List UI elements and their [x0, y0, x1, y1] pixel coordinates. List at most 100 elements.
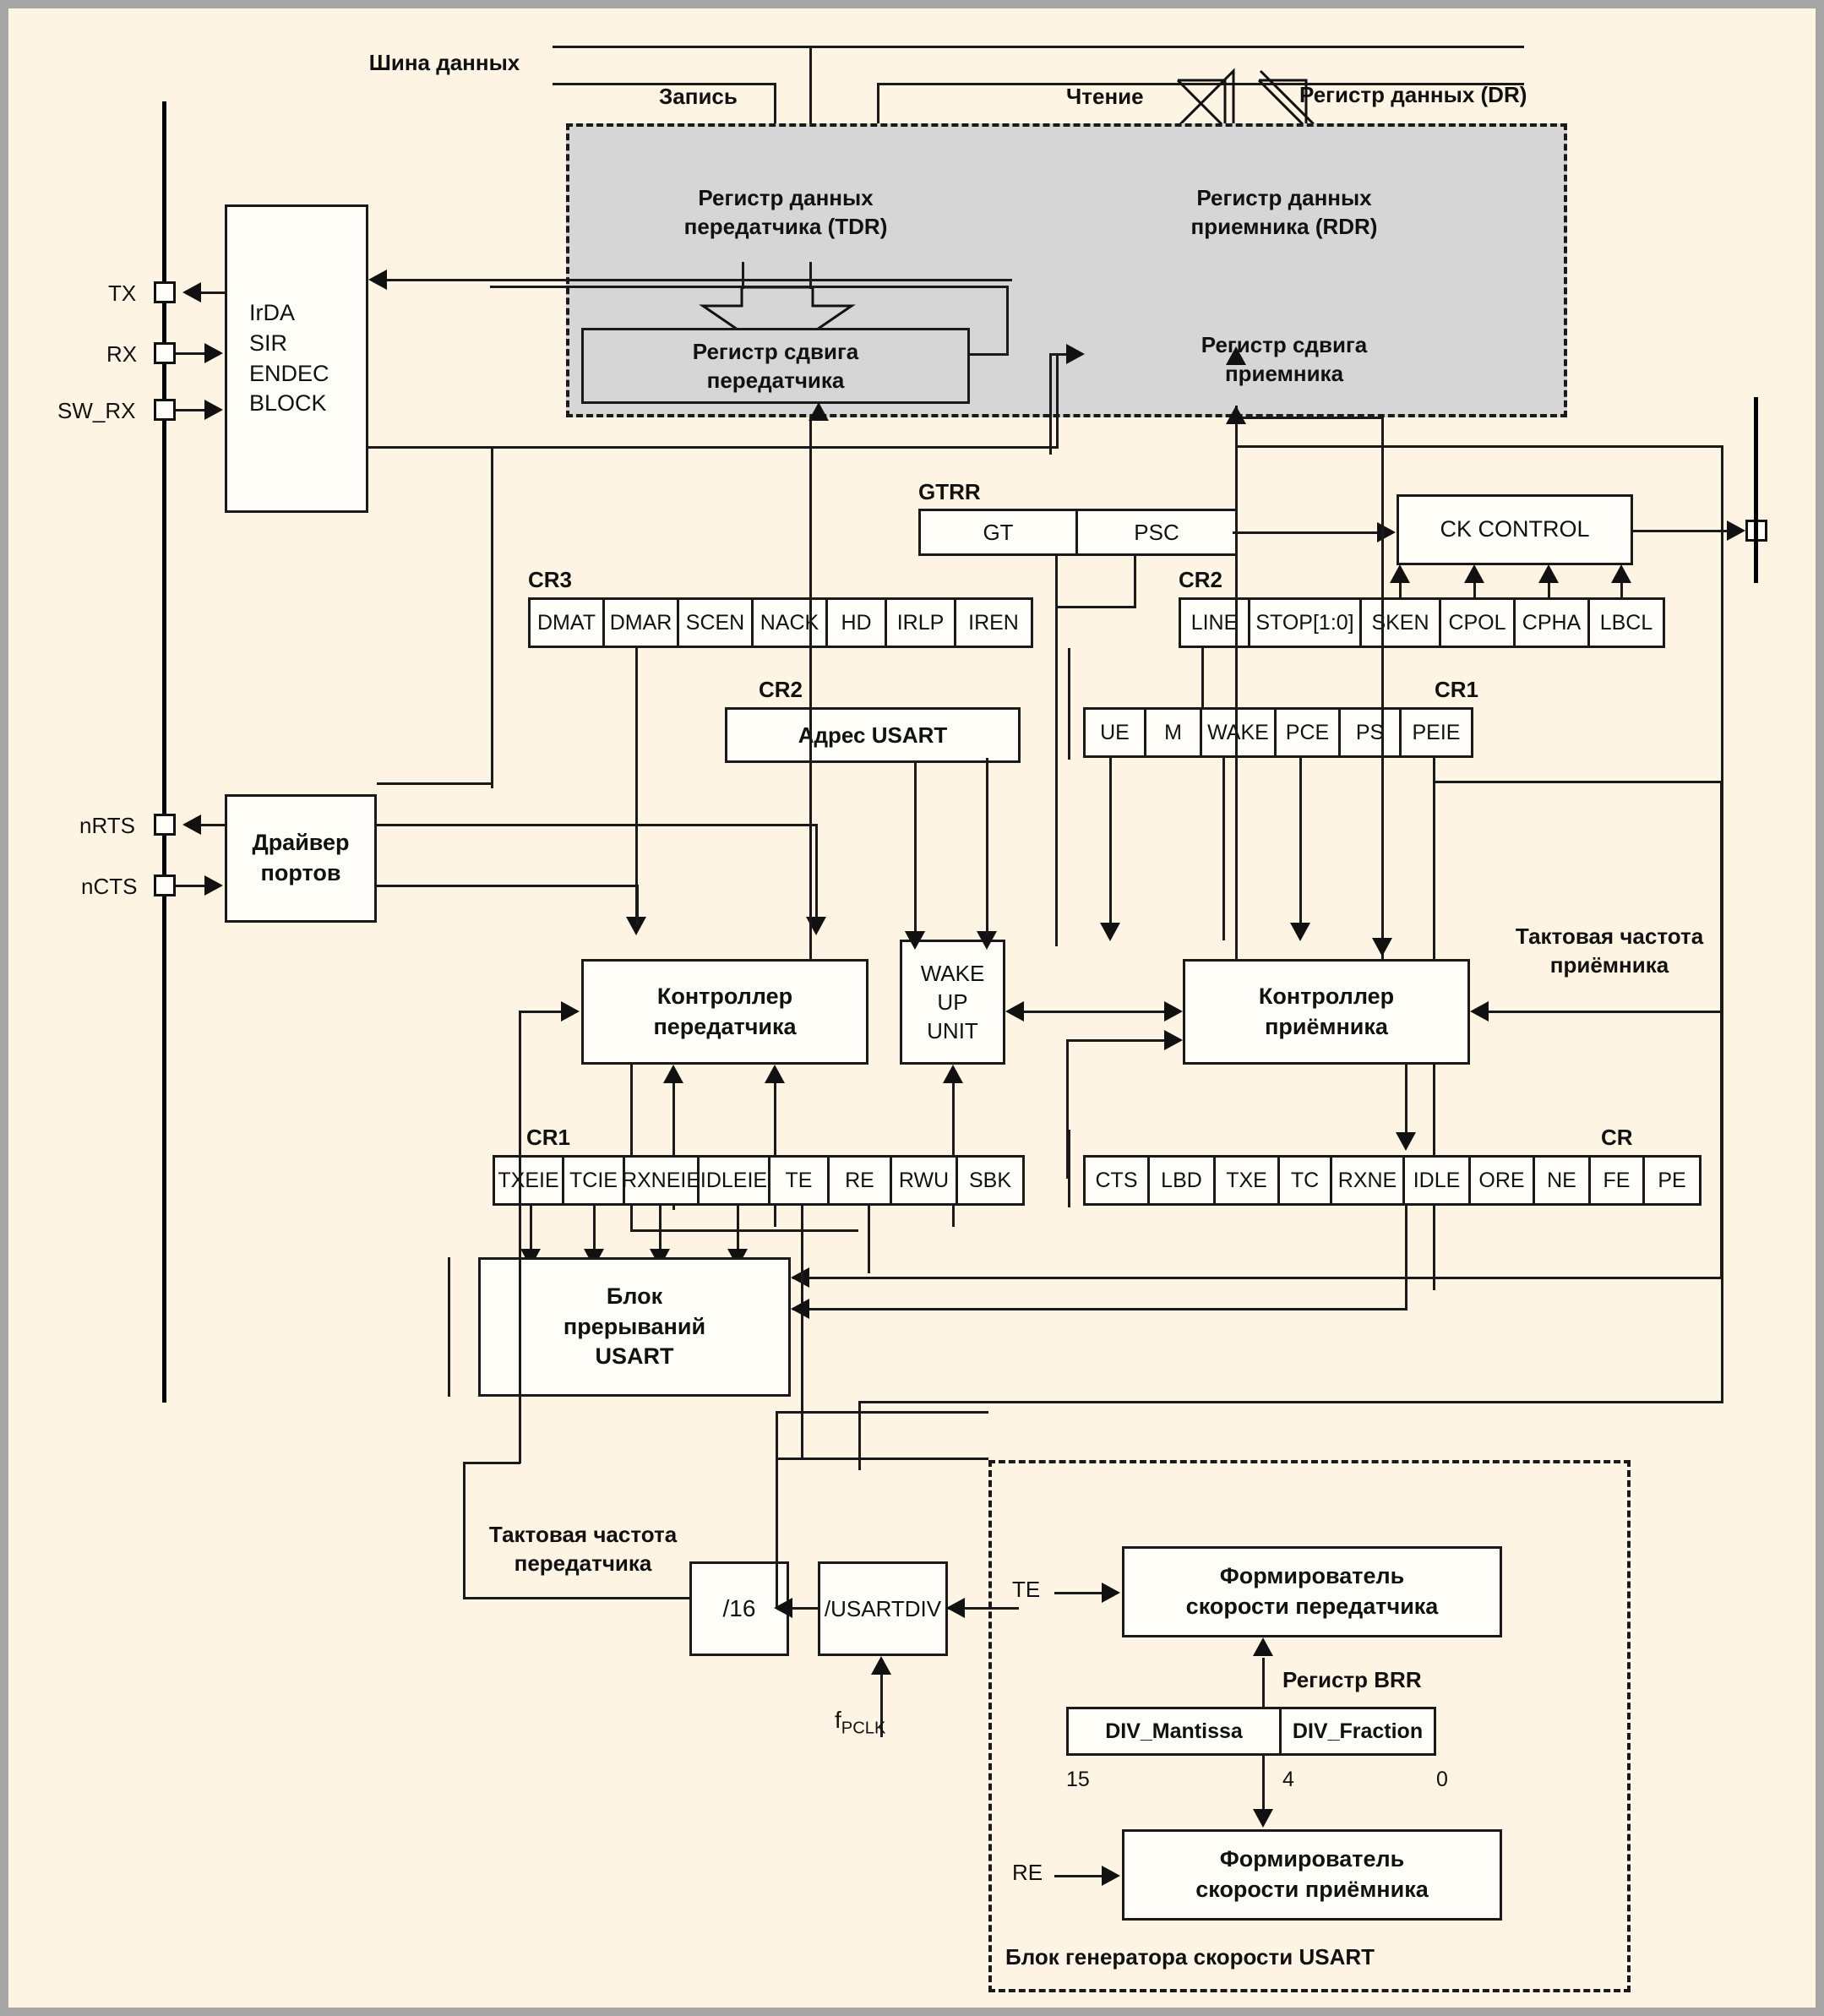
cr1b-te-down	[801, 1206, 803, 1459]
usartdiv-block: /USARTDIV	[818, 1561, 948, 1656]
sr-register: CTS LBD TXE TC RXNE IDLE ORE NE FE PE	[1083, 1155, 1701, 1206]
pin-pad-ncts	[154, 875, 176, 896]
rx-clock-h-bottom	[858, 1401, 1723, 1403]
grayzone-to-rxctrl	[1381, 417, 1384, 959]
sr-field-pe: PE	[1658, 1168, 1686, 1192]
brr-to-rx-arrow-icon	[1253, 1809, 1273, 1828]
rxctrl-in2	[1066, 1039, 1166, 1042]
driver-out-bottom-v	[636, 885, 639, 925]
fpclk-label: fPCLK	[835, 1707, 886, 1738]
int-to-div-v	[776, 1411, 778, 1607]
cr3-field-scen: SCEN	[679, 600, 754, 646]
cr1b-field-re: RE	[830, 1158, 892, 1203]
cr1b-rxneie-down	[659, 1206, 662, 1256]
brr-to-tx-arrow-icon	[1253, 1637, 1273, 1656]
cr2-field-lbcl: LBCL	[1599, 610, 1653, 635]
cr1-peie-h	[1433, 781, 1723, 783]
cr2-field-cpha: CPHA	[1516, 600, 1590, 646]
sr-idle-down	[1405, 1206, 1407, 1310]
cr1-field-m: M	[1146, 710, 1202, 755]
re-signal-arrow-icon	[1102, 1866, 1120, 1886]
tx-clock-label: Тактовая частота передатчика	[488, 1522, 678, 1576]
to-usartdiv-line	[948, 1607, 1019, 1610]
cr3-field-dmat: DMAT	[531, 600, 605, 646]
cr1-top-sep	[1068, 648, 1070, 760]
wake-rx-arrow-left-icon	[1005, 1001, 1024, 1022]
cr2-field-stop: STOP[1:0]	[1250, 600, 1362, 646]
cr2-field-cpol: CPOL	[1441, 600, 1516, 646]
cr1b-txeie-down	[530, 1206, 532, 1256]
usartdiv-to-div16-arrow-icon	[774, 1598, 792, 1618]
cr3-to-driver-v	[491, 648, 493, 785]
sr-field-fe: FE	[1591, 1158, 1645, 1203]
driver-ncts-arrow-icon	[204, 875, 223, 896]
txshift-loop-top	[490, 286, 1009, 288]
cr1-top-label: CR1	[1435, 677, 1479, 702]
gtrr-register: GT PSC	[918, 509, 1238, 556]
pin-label-ncts: nCTS	[81, 874, 138, 899]
write-branch-line-2	[809, 46, 812, 132]
cr1b-idleie-down	[737, 1206, 739, 1256]
txctrl-bottom-v1	[672, 1083, 675, 1210]
brr-field-mantissa: DIV_Mantissa	[1069, 1709, 1282, 1753]
gtrr-down-gt	[1055, 556, 1058, 946]
cr1b-te-h	[776, 1458, 988, 1460]
read-register-label: Регистр данных (DR)	[1299, 82, 1527, 107]
cr1-peie-int-arrow-icon	[791, 1267, 809, 1288]
write-branch-line	[774, 83, 776, 132]
wake-rx-line	[1024, 1011, 1166, 1013]
tx-clock-line-v	[463, 1462, 466, 1599]
cr2-lbcl-arrow-icon	[1611, 564, 1631, 583]
txctrl-to-shift	[809, 417, 812, 960]
cr2-clock-label: CR2	[1179, 567, 1223, 592]
txctrl-bottom-v3	[630, 1065, 633, 1232]
cr3-iren-up-line	[491, 448, 493, 600]
driver-out-bottom	[377, 885, 639, 887]
bus-line-top	[553, 46, 1524, 48]
cr3-label: CR3	[528, 567, 573, 592]
cr1-pce-down	[1299, 758, 1302, 932]
cr3-register: DMAT DMAR SCEN NACK HD IRLP IREN	[528, 597, 1033, 648]
baud-block-label: Блок генератора скорости USART	[1005, 1944, 1375, 1970]
gtrr-field-gt: GT	[921, 511, 1078, 553]
tdr-feed-line-a	[742, 262, 744, 289]
wake-in-right-v	[986, 758, 988, 935]
brr-label: Регистр BRR	[1282, 1667, 1422, 1692]
cr3-field-irlp: IRLP	[887, 600, 956, 646]
rxctrl-to-sr-arrow-icon	[1396, 1132, 1416, 1151]
cr1-ue-arrow-icon	[1100, 923, 1120, 941]
rx-controller-block: Контроллер приёмника	[1183, 959, 1470, 1065]
cr2-cpha-up	[1548, 568, 1550, 598]
baud-generator-zone	[988, 1460, 1631, 1992]
tdr-feed-line-b	[809, 262, 812, 289]
cr3-to-driver-h	[377, 782, 493, 785]
txctrl-left-arrow-icon	[561, 1001, 580, 1022]
cr1-ue-down	[1109, 758, 1112, 932]
cr3-down-dmat-arrow-icon	[626, 917, 646, 935]
gtrr-to-ck-arrow-icon	[1377, 522, 1396, 542]
gtrr-label: GTRR	[918, 479, 981, 504]
rx-shift-feed-arrow-icon	[1226, 406, 1246, 424]
irda-tx-line	[201, 292, 226, 294]
cr3-field-hd: HD	[828, 600, 887, 646]
wake-bottom-arrow-icon	[943, 1065, 963, 1083]
brr-to-rx-v	[1262, 1756, 1265, 1812]
ck-out-line	[1633, 530, 1730, 532]
rx-clock-arrow-icon	[1470, 1001, 1489, 1022]
re-signal-label: RE	[1012, 1860, 1043, 1885]
cr1b-field-idleie: IDLEIE	[700, 1158, 770, 1203]
irda-block: IrDA SIR ENDEC BLOCK	[225, 204, 368, 513]
to-usartdiv-arrow-icon	[946, 1598, 965, 1618]
cr1-bottom-register: TXEIE TCIE RXNEIE IDLEIE TE RE RWU SBK	[493, 1155, 1025, 1206]
ck-control-block: CK CONTROL	[1397, 494, 1633, 565]
sr-left-sep	[1068, 1130, 1070, 1207]
brr-to-tx-v	[1262, 1658, 1265, 1708]
fpclk-arrow-icon	[871, 1656, 891, 1675]
cr1b-field-tcie: TCIE	[564, 1158, 625, 1203]
rxctrl-to-sr	[1405, 1065, 1407, 1141]
cr1-field-ue: UE	[1086, 710, 1146, 755]
gtrr-to-ck-line	[1233, 531, 1385, 534]
interrupt-block: Блок прерываний USART	[478, 1257, 791, 1397]
cr2-cpha-arrow-icon	[1538, 564, 1559, 583]
rdr-label: Регистр данных приемника (RDR)	[1190, 185, 1378, 239]
